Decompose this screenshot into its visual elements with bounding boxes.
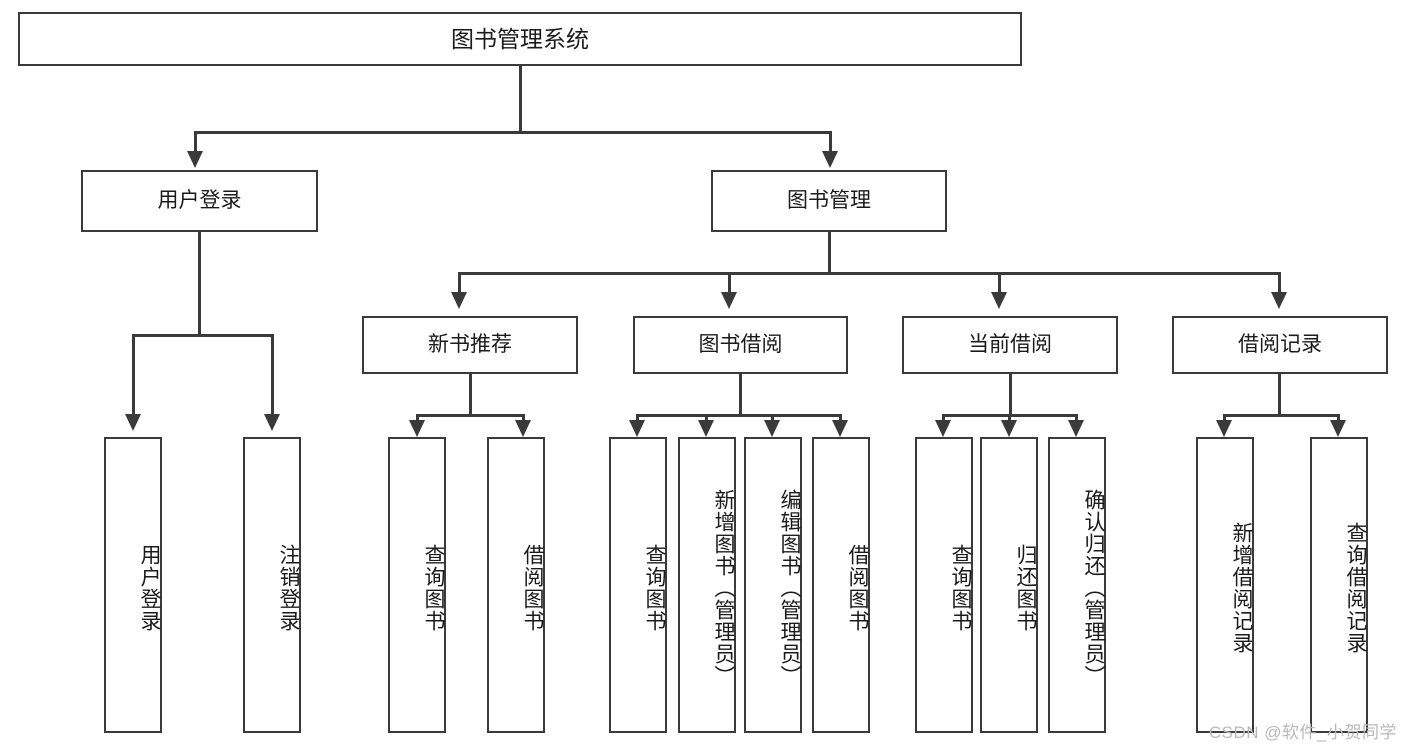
- arrowhead-current-borrow: [991, 292, 1007, 309]
- arrowhead-leaf-nbr-borrow: [515, 420, 531, 437]
- edge-drop-user-login: [194, 131, 197, 153]
- edge-drop-current-borrow: [998, 272, 1001, 294]
- arrowhead-book-borrow: [721, 292, 737, 309]
- arrowhead-leaf-bb-edit: [764, 420, 780, 437]
- arrowhead-user-login: [187, 151, 203, 168]
- edge-drop-leaf-cb-confirm: [1075, 414, 1078, 422]
- edge-drop-leaf-br-query: [1337, 414, 1340, 422]
- node-new-book-recommend[interactable]: 新书推荐: [362, 316, 578, 374]
- arrowhead-leaf-br-add: [1216, 420, 1232, 437]
- leaf-cb-confirm-return-admin[interactable]: 确认归还（管理员）: [1048, 437, 1106, 733]
- node-user-login[interactable]: 用户登录: [81, 170, 318, 232]
- edge-borrow-records-bus: [1224, 414, 1340, 417]
- arrowhead-leaf-cb-return: [1001, 420, 1017, 437]
- leaf-cb-return-book[interactable]: 归还图书: [980, 437, 1038, 733]
- leaf-nbr-borrow-book[interactable]: 借阅图书: [487, 437, 545, 733]
- edge-book-borrow-stem: [739, 374, 742, 416]
- leaf-logout[interactable]: 注销登录: [243, 437, 301, 733]
- edge-drop-book-borrow: [728, 272, 731, 294]
- edge-user-login-stem: [198, 232, 201, 336]
- edge-drop-leaf-br-add: [1223, 414, 1226, 422]
- edge-new-book-recommend-bus: [417, 414, 525, 417]
- arrowhead-leaf-cb-confirm: [1068, 420, 1084, 437]
- arrowhead-leaf-cb-query: [935, 420, 951, 437]
- edge-drop-leaf-user-login: [132, 334, 135, 416]
- edge-drop-leaf-cb-return: [1008, 414, 1011, 422]
- edge-drop-leaf-nbr-query: [416, 414, 419, 422]
- leaf-user-login[interactable]: 用户登录: [104, 437, 162, 733]
- edge-current-borrow-stem: [1009, 374, 1012, 416]
- arrowhead-leaf-bb-borrow: [832, 420, 848, 437]
- arrowhead-leaf-br-query: [1330, 420, 1346, 437]
- edge-root-stem: [519, 66, 522, 132]
- leaf-bb-add-book-admin[interactable]: 新增图书（管理员）: [678, 437, 736, 733]
- node-book-management[interactable]: 图书管理: [711, 170, 947, 232]
- edge-new-book-recommend-stem: [469, 374, 472, 416]
- edge-drop-leaf-logout: [271, 334, 274, 416]
- leaf-nbr-query-book[interactable]: 查询图书: [388, 437, 446, 733]
- arrowhead-leaf-logout: [264, 414, 280, 431]
- edge-level2-bus: [195, 131, 832, 134]
- edge-drop-leaf-bb-add: [705, 414, 708, 422]
- edge-drop-book-management: [829, 131, 832, 153]
- node-borrow-records[interactable]: 借阅记录: [1172, 316, 1388, 374]
- edge-drop-leaf-nbr-borrow: [522, 414, 525, 422]
- leaf-bb-edit-book-admin[interactable]: 编辑图书（管理员）: [744, 437, 802, 733]
- node-book-borrow[interactable]: 图书借阅: [633, 316, 848, 374]
- leaf-br-add-record[interactable]: 新增借阅记录: [1196, 437, 1254, 733]
- arrowhead-leaf-nbr-query: [409, 420, 425, 437]
- arrowhead-leaf-bb-add: [698, 420, 714, 437]
- arrowhead-book-management: [822, 151, 838, 168]
- leaf-cb-query-book[interactable]: 查询图书: [915, 437, 973, 733]
- leaf-bb-query-book[interactable]: 查询图书: [609, 437, 667, 733]
- edge-drop-leaf-bb-borrow: [839, 414, 842, 422]
- edge-borrow-records-stem: [1278, 374, 1281, 416]
- edge-book-borrow-bus: [637, 414, 842, 417]
- edge-drop-leaf-bb-edit: [771, 414, 774, 422]
- edge-book-management-stem: [828, 232, 831, 274]
- edge-user-login-bus: [133, 334, 273, 337]
- edge-level3-bus: [459, 272, 1281, 275]
- edge-drop-leaf-bb-query: [636, 414, 639, 422]
- arrowhead-leaf-user-login: [125, 414, 141, 431]
- edge-drop-new-book-recommend: [458, 272, 461, 294]
- node-current-borrow[interactable]: 当前借阅: [902, 316, 1118, 374]
- leaf-bb-borrow-book[interactable]: 借阅图书: [812, 437, 870, 733]
- edge-drop-borrow-records: [1278, 272, 1281, 294]
- arrowhead-leaf-bb-query: [629, 420, 645, 437]
- node-root-library-management-system[interactable]: 图书管理系统: [18, 12, 1022, 66]
- arrowhead-borrow-records: [1271, 292, 1287, 309]
- edge-drop-leaf-cb-query: [942, 414, 945, 422]
- leaf-br-query-record[interactable]: 查询借阅记录: [1310, 437, 1368, 733]
- arrowhead-new-book-recommend: [451, 292, 467, 309]
